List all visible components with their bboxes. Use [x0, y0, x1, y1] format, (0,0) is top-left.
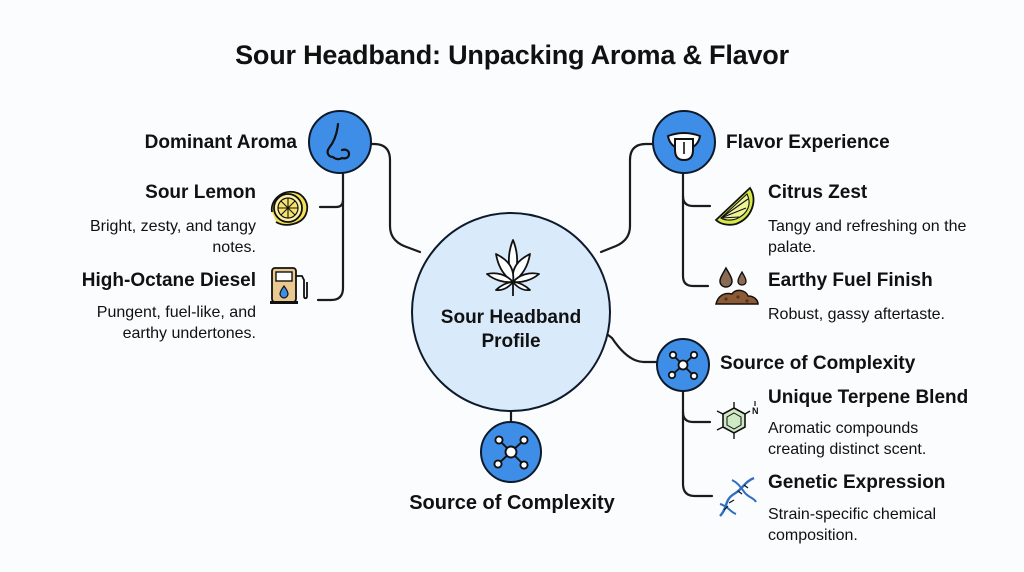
flavor-heading: Flavor Experience	[726, 132, 890, 153]
molecule-icon	[667, 350, 699, 381]
nose-icon	[326, 122, 351, 161]
terpene-desc: Aromatic compounds creating distinct sce…	[768, 420, 927, 458]
aroma-node	[308, 110, 372, 174]
genetic-desc: Strain-specific chemical composition.	[768, 506, 937, 544]
diesel-title: High-Octane Diesel	[81, 270, 256, 291]
fuel-finish-title: Earthy Fuel Finish	[768, 270, 933, 291]
flavor-node	[652, 110, 716, 174]
hub-label-line-1: Sour Headband	[440, 307, 582, 328]
hub-label-line-2: Profile	[481, 331, 541, 352]
oil-drop-soil-icon	[715, 266, 759, 305]
sour-lemon-title: Sour Lemon	[145, 182, 256, 203]
genetic-title: Genetic Expression	[768, 472, 946, 493]
cannabis-leaf-icon	[486, 239, 540, 296]
sour-lemon-desc: Bright, zesty, and tangy notes.	[89, 218, 256, 256]
citrus-zest-desc: Tangy and refreshing on the palate.	[768, 218, 967, 256]
tongue-mouth-icon	[666, 132, 702, 162]
citrus-zest-title: Citrus Zest	[768, 182, 868, 203]
terpene-title: Unique Terpene Blend	[768, 387, 969, 408]
molecule-icon	[493, 435, 529, 470]
complexity-right-node	[656, 338, 710, 392]
complexity-bottom-heading: Source of Complexity	[409, 492, 615, 514]
aroma-heading: Dominant Aroma	[144, 132, 297, 153]
chemical-structure-icon: N	[716, 401, 759, 439]
central-hub: Sour Headband Profile	[411, 212, 611, 412]
complexity-right-heading: Source of Complexity	[720, 353, 916, 374]
diagram-title: Sour Headband: Unpacking Aroma & Flavor	[235, 40, 789, 70]
fuel-pump-icon	[270, 267, 308, 304]
diesel-desc: Pungent, fuel-like, and earthy undertone…	[96, 304, 256, 342]
lemon-slice-icon	[270, 190, 309, 226]
lime-wedge-icon	[714, 186, 755, 226]
dna-helix-icon	[719, 476, 757, 517]
complexity-bottom-node	[480, 421, 542, 483]
hub-label: Sour Headband Profile	[413, 306, 609, 354]
svg-text:N: N	[752, 406, 759, 416]
fuel-finish-desc: Robust, gassy aftertaste.	[768, 306, 945, 323]
